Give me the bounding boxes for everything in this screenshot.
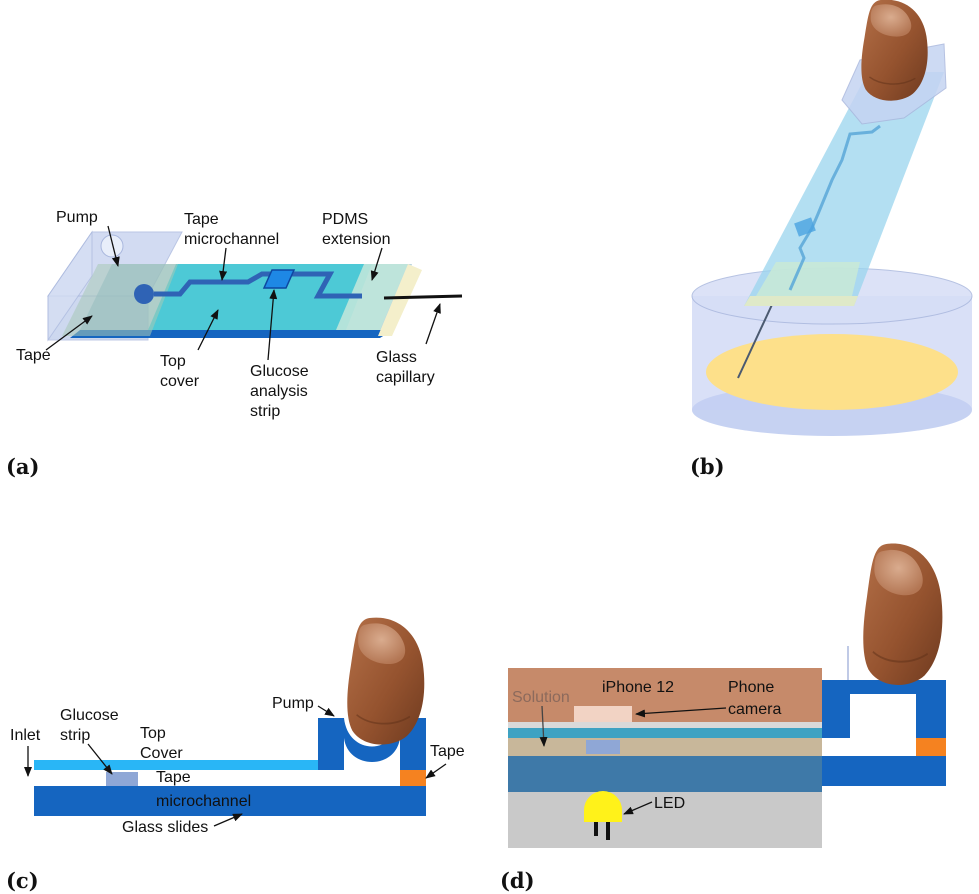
beaker-solution	[706, 334, 958, 410]
layer-gap	[508, 722, 822, 728]
label-tape-c-2: microchannel	[156, 793, 251, 810]
label-led: LED	[654, 795, 685, 812]
panel-a: Pump Tape microchannel PDMS extension Ta…	[6, 209, 463, 479]
finger-icon-c	[346, 616, 426, 746]
microchannel	[154, 271, 362, 299]
pdms-extension-edge	[378, 264, 422, 336]
tape-c	[400, 770, 426, 786]
label-glucose-2: analysis	[250, 383, 308, 400]
phone-camera	[574, 706, 632, 722]
label-top-cover-2: cover	[160, 373, 200, 390]
capillary-b	[737, 295, 777, 379]
label-pdms-2: extension	[322, 231, 391, 248]
led-icon	[584, 791, 622, 822]
strip-b	[794, 217, 816, 237]
phone	[508, 668, 822, 722]
panel-label-a: (a)	[6, 454, 39, 479]
label-glass-2: capillary	[376, 369, 435, 386]
glucose-strip	[262, 269, 296, 289]
solution-layer	[508, 738, 822, 756]
glass-slide-d-right	[822, 756, 946, 786]
label-glucose-3: strip	[250, 403, 280, 420]
label-glass-1: Glass	[376, 349, 417, 366]
label-iphone: iPhone 12	[602, 679, 674, 696]
label-pump-c: Pump	[272, 695, 314, 712]
finger-icon-b	[860, 0, 929, 102]
label-glucose-1: Glucose	[250, 363, 309, 380]
label-tape: Tape	[16, 347, 51, 364]
label-top-cover-1: Top	[160, 353, 186, 370]
panel-label-d: (d)	[500, 868, 535, 893]
base-d	[508, 792, 822, 848]
tape-d	[916, 738, 946, 756]
panel-label-c: (c)	[6, 868, 39, 893]
label-phone-camera-2: camera	[728, 701, 781, 718]
label-top-cover-c-1: Top	[140, 725, 166, 742]
slide-b-edge	[744, 296, 858, 306]
label-phone-camera-1: Phone	[728, 679, 774, 696]
glass-slide	[34, 786, 426, 816]
panel-c: Inlet Glucose strip Top Cover Tape micro…	[6, 616, 465, 893]
top-cover-c	[34, 760, 318, 770]
label-inlet: Inlet	[10, 727, 41, 744]
label-tape-micro-1: Tape	[184, 211, 219, 228]
label-tape-c-1: Tape	[156, 769, 191, 786]
glucose-strip-c	[106, 772, 138, 786]
label-top-cover-c-2: Cover	[140, 745, 183, 762]
glass-capillary	[383, 294, 463, 300]
label-glass-slides: Glass slides	[122, 819, 208, 836]
pdms-b	[756, 262, 860, 296]
pump-chamber	[134, 284, 154, 304]
glucose-strip-d	[586, 740, 620, 754]
pump-hole	[100, 234, 124, 258]
slide-b	[744, 72, 944, 306]
label-glucose-c-1: Glucose	[60, 707, 119, 724]
label-pdms-1: PDMS	[322, 211, 368, 228]
label-tape-micro-2: microchannel	[184, 231, 279, 248]
label-glucose-c-2: strip	[60, 727, 90, 744]
microchannel-b	[788, 124, 881, 291]
panel-b: (b)	[690, 0, 973, 479]
label-pump: Pump	[56, 209, 98, 226]
pdms-extension	[336, 264, 408, 330]
panel-d: iPhone 12 Phone camera Solution LED (d)	[500, 542, 946, 893]
label-tape-c: Tape	[430, 743, 465, 760]
top-cover-d	[508, 728, 822, 738]
glass-slide-d	[508, 756, 822, 792]
finger-icon-d	[862, 542, 944, 686]
panel-label-b: (b)	[690, 454, 725, 479]
label-solution: Solution	[512, 689, 570, 706]
